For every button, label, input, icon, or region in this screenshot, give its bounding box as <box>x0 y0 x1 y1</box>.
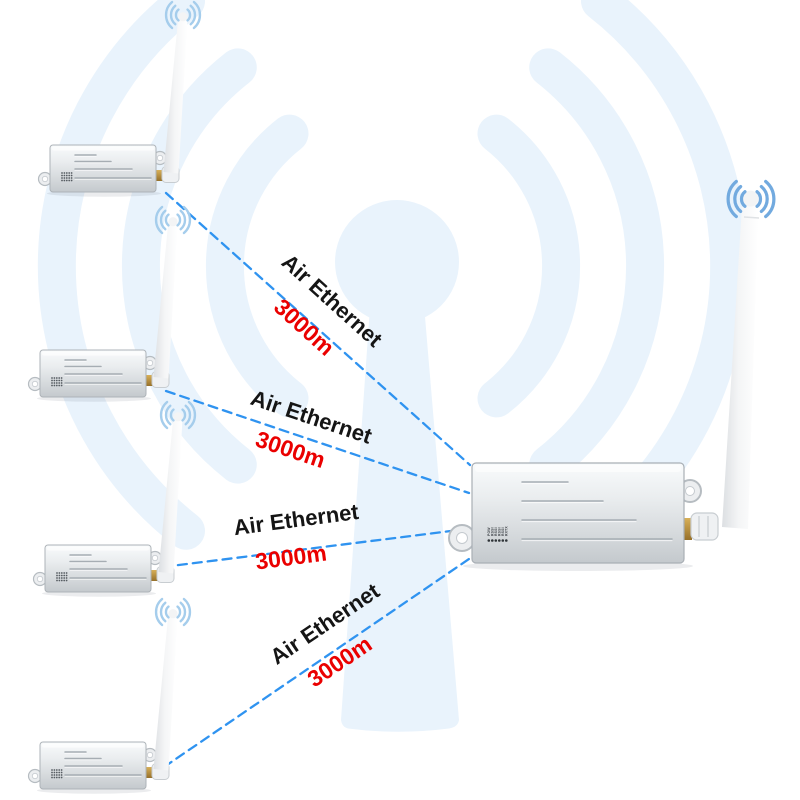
antenna-connector <box>683 518 692 540</box>
led-label: RXTX <box>505 526 509 536</box>
led-dots <box>487 539 508 542</box>
hub-body <box>471 462 685 564</box>
led-panel: POW RSSI RSSI RSSI RSSI RXTX <box>487 526 509 542</box>
link-line-1 <box>164 191 472 467</box>
led-label: POW <box>487 527 491 536</box>
hub-grooves <box>521 481 673 542</box>
link-label-3: Air Ethernet <box>232 499 361 540</box>
hub-device: POW RSSI RSSI RSSI RSSI RXTX <box>448 190 760 571</box>
link-line-2 <box>164 389 471 495</box>
link-line-3 <box>161 527 469 569</box>
hub-antenna <box>722 198 759 529</box>
link-lines <box>161 191 472 769</box>
led-label: RSSI <box>494 527 498 536</box>
distance-label-2: 3000m <box>252 426 328 473</box>
link-line-4 <box>162 557 471 769</box>
led-label: RSSI <box>491 527 495 536</box>
remote-device-4 <box>27 608 179 795</box>
led-label: RSSI <box>501 527 505 536</box>
antenna-base <box>690 512 719 541</box>
led-label: RSSI <box>498 527 502 536</box>
watermark-antenna-tower-icon <box>37 0 749 732</box>
distance-label-3: 3000m <box>254 540 328 575</box>
